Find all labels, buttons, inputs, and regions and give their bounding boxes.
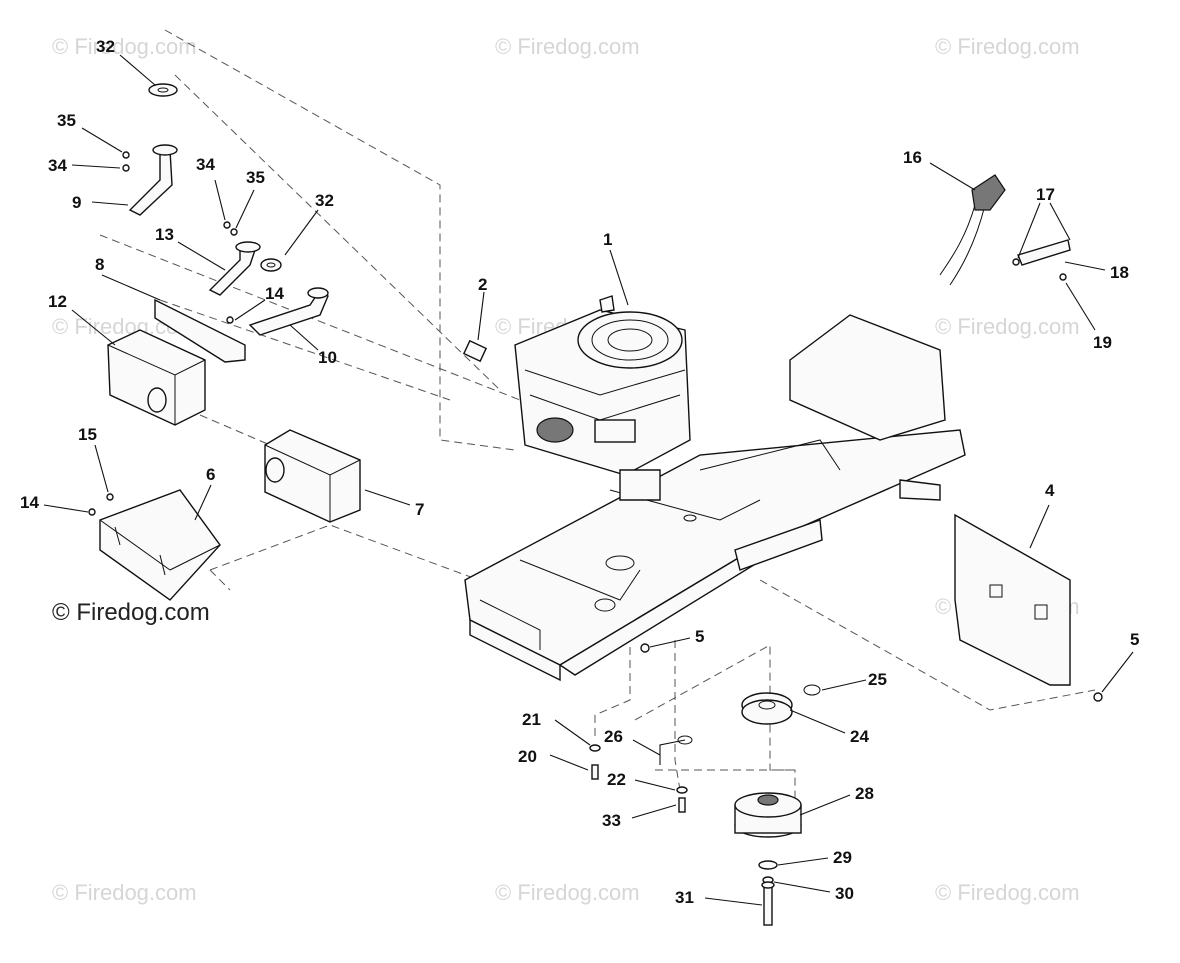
- engine: [514, 295, 691, 501]
- muffler: [107, 329, 206, 426]
- callout-32: 32: [96, 37, 115, 56]
- callout-14: 14: [20, 493, 39, 512]
- gasket-32: [260, 258, 282, 272]
- watermark: © Firedog.com: [52, 880, 197, 905]
- callout-33: 33: [602, 811, 621, 830]
- leader-lines: [43, 54, 1134, 906]
- callout-22: 22: [607, 770, 626, 789]
- exhaust-pipe-9: [128, 144, 178, 216]
- copyright-text: © Firedog.com: [52, 599, 210, 626]
- callout-7: 7: [415, 500, 424, 519]
- callout-13: 13: [155, 225, 174, 244]
- callout-31: 31: [675, 888, 694, 907]
- hardware: [88, 151, 1103, 702]
- callout-5: 5: [1130, 630, 1139, 649]
- callout-17: 17: [1036, 185, 1055, 204]
- callout-25: 25: [868, 670, 887, 689]
- callout-34: 34: [196, 155, 215, 174]
- callout-29: 29: [833, 848, 852, 867]
- washer-29: [758, 860, 778, 870]
- callout-10: 10: [318, 348, 337, 367]
- callout-15: 15: [78, 425, 97, 444]
- exhaust-pipe-10: [248, 287, 329, 336]
- bolt-31: [761, 881, 775, 926]
- callout-5: 5: [695, 627, 704, 646]
- hardware-lower: [589, 744, 688, 813]
- pulley: [741, 692, 793, 725]
- callouts: 32 35 34 9 34 35 13 32 8 14 10 12 15 14 …: [20, 37, 1139, 907]
- heat-shield: [99, 489, 221, 601]
- callout-24: 24: [850, 727, 869, 746]
- callout-9: 9: [72, 193, 81, 212]
- part-25: [803, 684, 821, 696]
- watermark: © Firedog.com: [52, 34, 197, 59]
- watermark: © Firedog.com: [935, 314, 1080, 339]
- callout-16: 16: [903, 148, 922, 167]
- callout-6: 6: [206, 465, 215, 484]
- exhaust-pipe-13: [208, 241, 261, 296]
- gasket-32: [148, 83, 178, 97]
- part-2: [462, 339, 488, 363]
- callout-2: 2: [478, 275, 487, 294]
- callout-35: 35: [246, 168, 265, 187]
- callout-19: 19: [1093, 333, 1112, 352]
- callout-28: 28: [855, 784, 874, 803]
- callout-34: 34: [48, 156, 67, 175]
- watermark: © Firedog.com: [495, 34, 640, 59]
- callout-32: 32: [315, 191, 334, 210]
- bracket-8: [154, 298, 246, 363]
- callout-1: 1: [603, 230, 612, 249]
- clutch: [734, 792, 802, 838]
- watermark: © Firedog.com: [495, 880, 640, 905]
- callout-4: 4: [1045, 481, 1055, 500]
- callout-12: 12: [48, 292, 67, 311]
- tractor-frame: [464, 314, 966, 682]
- bracket-18: [1017, 239, 1071, 266]
- callout-30: 30: [835, 884, 854, 903]
- ignition-switch: [939, 174, 1006, 286]
- panel-4: [954, 513, 1071, 686]
- callout-20: 20: [518, 747, 537, 766]
- callout-18: 18: [1110, 263, 1129, 282]
- watermark: © Firedog.com: [935, 34, 1080, 59]
- callout-14: 14: [265, 284, 284, 303]
- callout-35: 35: [57, 111, 76, 130]
- part-26: [659, 735, 693, 765]
- watermark: © Firedog.com: [935, 880, 1080, 905]
- callout-21: 21: [522, 710, 541, 729]
- callout-8: 8: [95, 255, 104, 274]
- muffler-7: [264, 429, 361, 523]
- callout-26: 26: [604, 727, 623, 746]
